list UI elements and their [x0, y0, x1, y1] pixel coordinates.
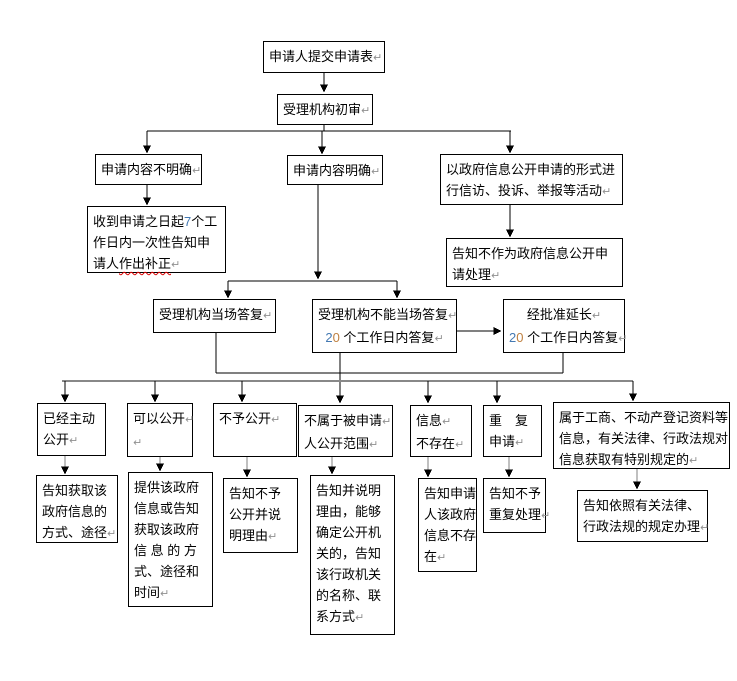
- node-onspot-reply: 受理机构当场答复↵: [153, 299, 276, 333]
- node-already-public: 已经主动公开↵: [37, 403, 106, 456]
- node-answer-not-exist-line-0: 告知申请: [424, 486, 477, 501]
- node-answer-special-line-1: 行政法规的规定办理↵: [583, 519, 710, 534]
- node-reply-20-days-line-1: 20 个工作日内答复↵: [325, 330, 444, 345]
- node-reply-20-days: 受理机构不能当场答复↵ 20 个工作日内答复↵: [312, 299, 457, 353]
- node-already-public-line-1: 公开↵: [43, 432, 79, 447]
- node-info-not-exist: 信息↵ 不存在↵: [410, 405, 472, 457]
- node-initial-review: 受理机构初审↵: [277, 94, 373, 125]
- node-answer-already-public: 告知获取该政府信息的方式、途径↵: [36, 475, 118, 543]
- node-petition-activity: 以政府信息公开申请的形式进行信访、投诉、举报等活动↵: [440, 154, 623, 205]
- node-answer-not-exist-line-2: 信息不存: [424, 528, 477, 543]
- node-answer-can-disclose: 提供该政府信息或告知获取该政府信 息 的 方式、途径和时间↵: [128, 472, 213, 607]
- node-answer-repeat: 告知不予重复处理↵: [483, 478, 551, 533]
- node-extended-20-days-line-0: 经批准延长↵: [526, 307, 602, 322]
- node-answer-not-in-scope-line-3: 关的，告知: [316, 546, 382, 561]
- node-not-disclosure-request: 告知不作为政府信息公开申请处理↵: [446, 238, 623, 287]
- node-start: 申请人提交申请表↵: [263, 41, 385, 73]
- node-notify-correction: 收到申请之日起7个工作日内一次性告知申请人作出补正↵: [87, 206, 226, 273]
- node-answer-not-exist: 告知申请人该政府信息不存在↵: [418, 478, 477, 572]
- node-can-disclose-line-0: 可以公开↵: [133, 411, 195, 426]
- node-initial-review-line-0: 受理机构初审↵: [283, 102, 371, 117]
- node-content-unclear-line-0: 申请内容不明确↵: [101, 162, 202, 177]
- node-petition-activity-line-0: 以政府信息公开申请的形式进: [446, 162, 616, 177]
- node-answer-special: 告知依照有关法律、行政法规的规定办理↵: [577, 490, 710, 542]
- node-no-disclose-line-0: 不予公开↵: [219, 411, 281, 426]
- node-answer-not-in-scope: 告知并说明理由，能够确定公开机关的，告知该行政机关的名称、联系方式↵: [310, 475, 395, 635]
- node-info-not-exist-line-1: 不存在↵: [416, 436, 465, 451]
- node-repeat-request: 重 复申请↵: [483, 405, 542, 457]
- node-answer-already-public-line-0: 告知获取该: [42, 483, 108, 498]
- node-answer-can-disclose-line-0: 提供该政府: [134, 480, 200, 495]
- node-reply-20-days-line-0: 受理机构不能当场答复↵: [318, 307, 458, 322]
- node-notify-correction-line-1: 作日内一次性告知申: [93, 235, 211, 250]
- node-content-clear-line-0: 申请内容明确↵: [293, 163, 381, 178]
- node-extended-20-days: 经批准延长↵ 20 个工作日内答复↵: [503, 299, 628, 353]
- node-not-in-scope-line-1: 人公开范围↵: [304, 436, 379, 451]
- node-onspot-reply-line-0: 受理机构当场答复↵: [159, 307, 273, 322]
- node-notify-correction-line-2: 请人作出补正↵: [93, 256, 181, 271]
- node-already-public-line-0: 已经主动: [43, 411, 96, 426]
- node-answer-not-exist-line-3: 在↵: [424, 549, 447, 564]
- node-answer-no-disclose-line-1: 公开并说: [229, 507, 282, 522]
- node-repeat-request-line-0: 重 复: [489, 413, 529, 428]
- node-info-not-exist-line-0: 信息↵: [416, 413, 452, 428]
- node-answer-can-disclose-line-5: 时间↵: [134, 585, 170, 600]
- node-no-disclose: 不予公开↵: [213, 403, 297, 457]
- node-answer-not-in-scope-line-0: 告知并说明: [316, 483, 382, 498]
- node-special-records-line-1: 信息，有关法律、行政法规对: [559, 431, 729, 446]
- node-extended-20-days-line-1: 20 个工作日内答复↵: [509, 330, 628, 345]
- node-answer-not-in-scope-line-2: 确定公开机: [316, 525, 382, 540]
- node-special-records-line-2: 信息获取有特别规定的↵: [559, 452, 699, 467]
- node-petition-activity-line-1: 行信访、投诉、举报等活动↵: [446, 183, 612, 198]
- node-repeat-request-line-1: 申请↵: [489, 434, 525, 449]
- node-start-line-0: 申请人提交申请表↵: [269, 49, 383, 64]
- node-answer-can-disclose-line-1: 信息或告知: [134, 501, 200, 516]
- node-content-unclear: 申请内容不明确↵: [95, 154, 202, 185]
- node-not-disclosure-request-line-0: 告知不作为政府信息公开申: [452, 246, 609, 261]
- node-content-clear: 申请内容明确↵: [287, 155, 383, 185]
- node-special-records-line-0: 属于工商、不动产登记资料等: [559, 410, 729, 425]
- node-answer-already-public-line-1: 政府信息的: [42, 504, 108, 519]
- node-answer-not-in-scope-line-4: 该行政机关: [316, 567, 382, 582]
- node-answer-not-exist-line-1: 人该政府: [424, 507, 477, 522]
- node-notify-correction-line-0: 收到申请之日起7个工: [93, 214, 218, 229]
- node-answer-repeat-line-0: 告知不予: [489, 486, 542, 501]
- node-not-in-scope-line-0: 不属于被申请↵: [304, 413, 392, 428]
- node-answer-can-disclose-line-4: 式、途径和: [134, 564, 200, 579]
- node-answer-can-disclose-line-2: 获取该政府: [134, 522, 200, 537]
- node-answer-no-disclose-line-0: 告知不予: [229, 486, 282, 501]
- node-answer-can-disclose-line-3: 信 息 的 方: [134, 543, 197, 558]
- node-answer-no-disclose-line-2: 明理由↵: [229, 528, 278, 543]
- node-not-disclosure-request-line-1: 请处理↵: [452, 267, 501, 282]
- node-answer-repeat-line-1: 重复处理↵: [489, 507, 551, 522]
- node-not-in-scope: 不属于被申请↵ 人公开范围↵: [298, 405, 393, 457]
- node-answer-not-in-scope-line-5: 的名称、联: [316, 588, 382, 603]
- node-can-disclose: 可以公开↵ ↵: [127, 403, 195, 457]
- node-can-disclose-line-1: ↵: [133, 437, 143, 449]
- node-answer-already-public-line-2: 方式、途径↵: [42, 525, 117, 540]
- node-answer-not-in-scope-line-6: 系方式↵: [316, 609, 365, 624]
- node-special-records: 属于工商、不动产登记资料等信息，有关法律、行政法规对信息获取有特别规定的↵: [553, 402, 730, 469]
- node-answer-special-line-0: 告知依照有关法律、: [583, 498, 701, 513]
- node-answer-no-disclose: 告知不予公开并说明理由↵: [223, 478, 298, 553]
- node-answer-not-in-scope-line-1: 理由，能够: [316, 504, 382, 519]
